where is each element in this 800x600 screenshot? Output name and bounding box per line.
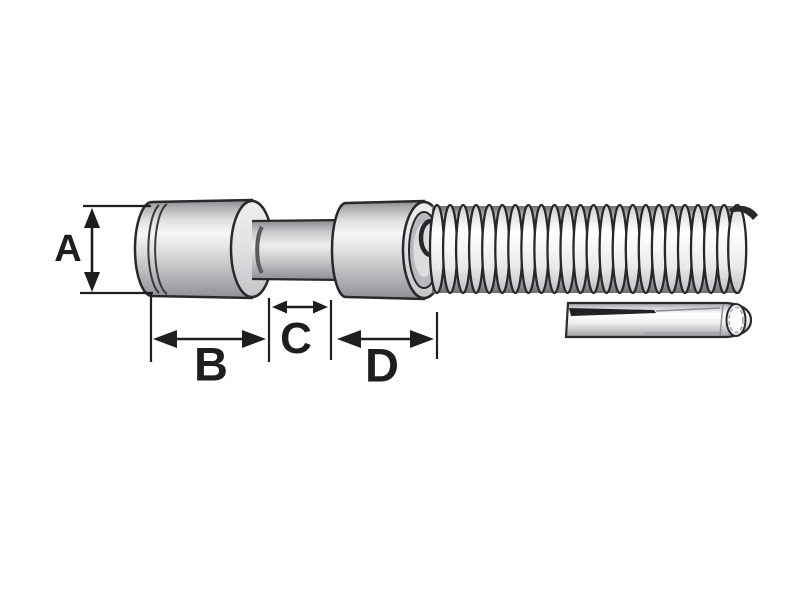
coil-spring-coils	[428, 203, 748, 295]
spring-coil	[663, 203, 681, 295]
ferrule-body	[330, 199, 426, 301]
arrow-up-icon	[84, 208, 100, 228]
arrow-left-icon	[337, 330, 361, 348]
spring-tail	[729, 205, 758, 220]
arrow-down-icon	[84, 272, 100, 292]
dimension-b	[149, 293, 271, 362]
pin-end-scallop	[728, 306, 744, 334]
spring-coil	[637, 203, 654, 295]
arrow-left-icon	[272, 300, 287, 314]
spring-coil	[611, 203, 628, 295]
spring-coil	[702, 203, 720, 295]
dim-label-b: B	[194, 337, 228, 391]
coil-spring-casing	[428, 203, 758, 295]
arrow-right-icon	[313, 300, 328, 314]
spring-coil	[598, 203, 615, 295]
pin-slot-line	[655, 307, 721, 312]
slotted-roll-pin	[564, 301, 753, 339]
pin-chamfer-line	[719, 303, 724, 337]
spring-coil	[467, 203, 485, 295]
pin-slot	[569, 308, 656, 316]
dim-label-d: D	[365, 338, 399, 392]
spring-coil	[507, 203, 524, 295]
spring-end-hook	[418, 218, 432, 258]
arrow-left-icon	[153, 330, 177, 348]
dim-label-c: C	[280, 314, 312, 363]
spring-coil	[428, 203, 446, 295]
barrel-groove	[154, 203, 168, 295]
spring-ferrule	[330, 199, 447, 301]
dim-label-a: A	[54, 228, 82, 270]
spring-coil	[481, 203, 498, 295]
dimension-a	[80, 204, 153, 295]
arrow-right-icon	[410, 330, 434, 348]
arrow-right-icon	[242, 330, 266, 348]
spring-coil	[533, 203, 550, 295]
spring-coil	[727, 203, 748, 295]
barrel-groove	[147, 204, 160, 294]
spring-coil	[572, 203, 589, 295]
neck-shaft	[251, 218, 346, 282]
dimension-d	[337, 312, 439, 359]
dimension-c	[272, 300, 333, 360]
neck-shadow	[255, 225, 264, 275]
neck-body	[252, 221, 345, 279]
